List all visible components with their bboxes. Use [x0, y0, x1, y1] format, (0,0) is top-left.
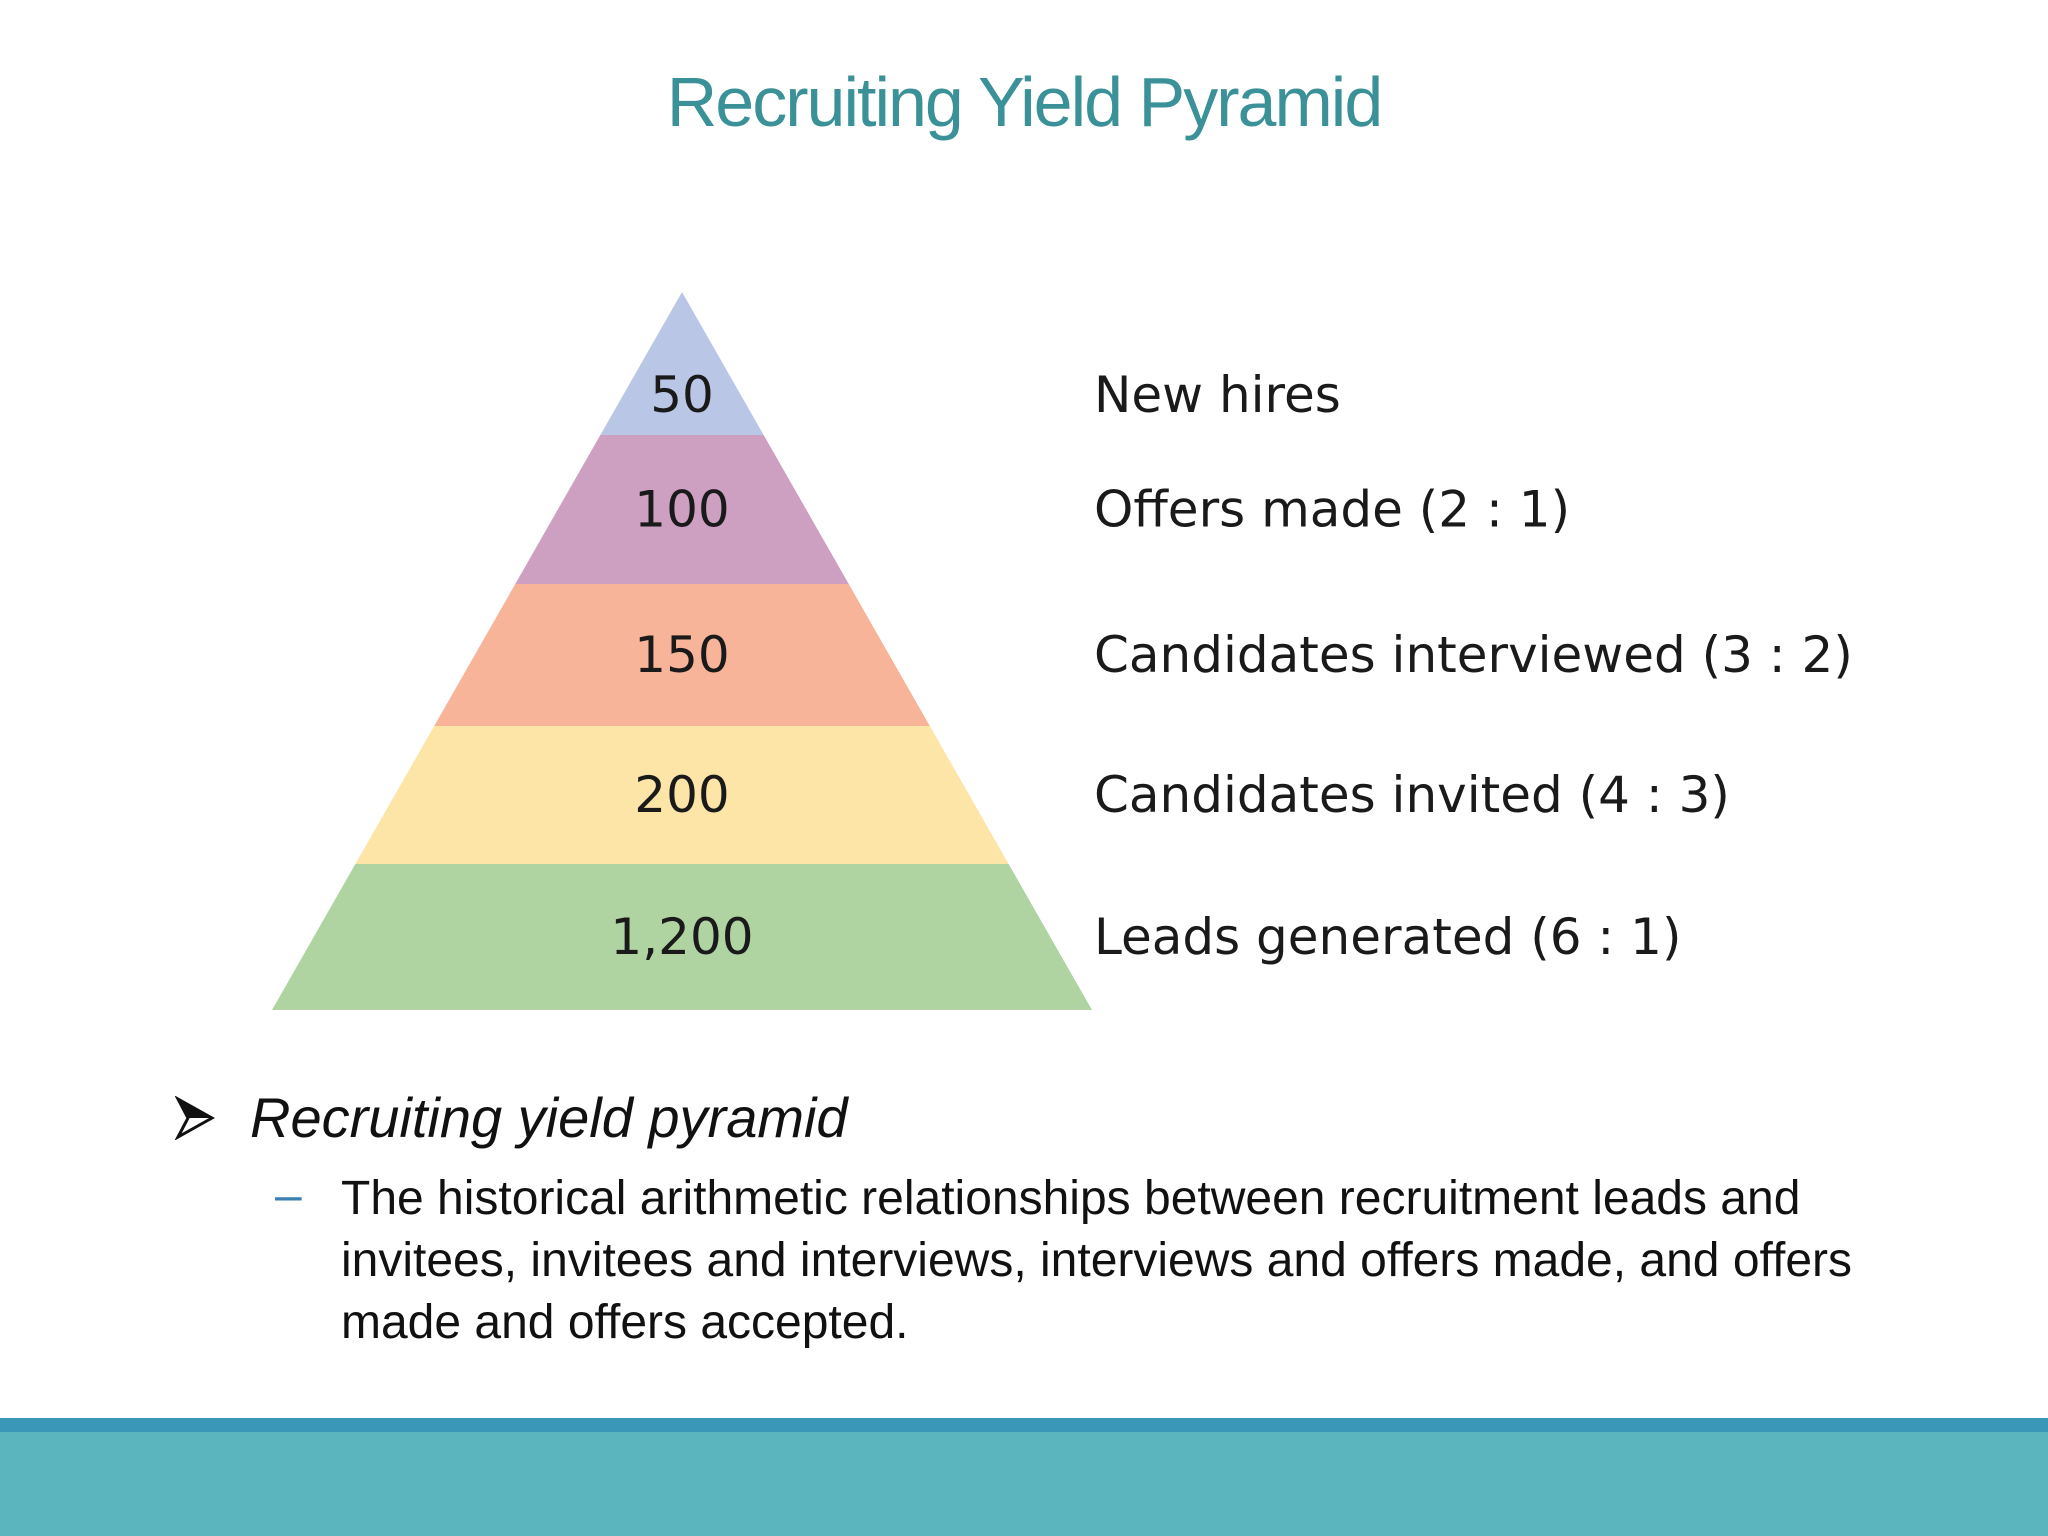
pyramid-tier	[600, 292, 764, 435]
tier-label: Leads generated (6 : 1)	[1094, 908, 1681, 966]
bullet-item: Recruiting yield pyramid	[175, 1085, 848, 1150]
tier-value: 50	[650, 366, 714, 424]
sub-bullet-dash: –	[275, 1169, 302, 1222]
tier-label: Offers made (2 : 1)	[1094, 481, 1570, 539]
footer-line	[0, 1418, 2048, 1432]
footer-band	[0, 1432, 2048, 1536]
tier-value: 100	[634, 481, 729, 539]
pyramid-tier	[355, 726, 1009, 864]
arrow-bullet-icon	[175, 1095, 215, 1140]
tier-value: 1,200	[610, 908, 753, 966]
pyramid-tier	[515, 435, 849, 584]
bullet-text: Recruiting yield pyramid	[250, 1086, 848, 1149]
tier-label: Candidates interviewed (3 : 2)	[1094, 626, 1853, 684]
pyramid-tier	[272, 864, 1092, 1010]
tier-label: New hires	[1094, 366, 1341, 424]
slide-title: Recruiting Yield Pyramid	[666, 63, 1384, 141]
pyramid-tier	[434, 584, 930, 726]
tier-label: Candidates invited (4 : 3)	[1094, 766, 1730, 824]
tier-value: 200	[634, 766, 729, 824]
sub-bullet-text: The historical arithmetic relationships …	[341, 1172, 1853, 1349]
tier-value: 150	[634, 626, 729, 684]
